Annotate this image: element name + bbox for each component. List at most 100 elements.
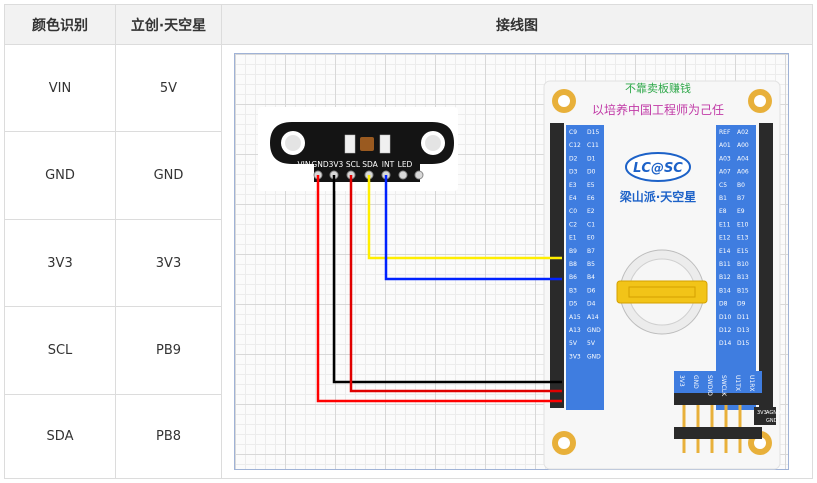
board-pin-label: D5: [569, 301, 578, 308]
color-sensor-chip: [360, 137, 374, 151]
board-pin-label: E12: [719, 235, 731, 242]
sensor-pin-label: GND: [311, 160, 328, 169]
board-pin-label: C12: [569, 142, 581, 149]
board-pin-label: B4: [587, 274, 595, 281]
board-pin-label: B7: [737, 195, 745, 202]
board-pin-label: E4: [569, 195, 577, 202]
board-pin-label: D2: [569, 155, 578, 162]
board-pin-cell: 3V3: [116, 220, 222, 306]
board-pin-label: A03: [719, 155, 731, 162]
header-wiring-diagram: 接线图: [222, 5, 812, 45]
sensor-pin-labels: VIN GND 3V3 SCL SDA INT LED: [298, 160, 413, 169]
board-pin-label: E15: [737, 248, 749, 255]
corner-pin-label: GND: [766, 418, 778, 424]
board-pin-label: A01: [719, 142, 731, 149]
sensor-pin-cell: SDA: [5, 395, 116, 478]
board-pin-label: D10: [719, 314, 731, 321]
board-pin-label: 3V3: [569, 353, 581, 360]
sensor-pin-cell: GND: [5, 132, 116, 219]
board-pin-label: B14: [719, 287, 731, 294]
bottom-pin-label: U1RX: [748, 375, 755, 392]
board-pin-label: D4: [587, 301, 596, 308]
wire-sda: [384, 175, 562, 281]
board-pin-label: D0: [587, 169, 596, 176]
board-pin-label: A13: [569, 327, 581, 334]
board-name: 梁山派·天空星: [619, 189, 697, 204]
board-pin-label: D11: [737, 314, 749, 321]
board-pin-label: D12: [719, 327, 731, 334]
table-row: VIN 5V: [5, 45, 222, 132]
board-pin-label: A15: [569, 314, 581, 321]
bottom-pin-label: U1TX: [734, 375, 741, 391]
board-pin-label: A07: [719, 169, 731, 176]
table-row: SCL PB9: [5, 307, 222, 395]
mounting-holes: [552, 89, 772, 455]
wire-3v3: [349, 175, 562, 393]
board-pin-label: D8: [719, 301, 728, 308]
board-pin-label: REF: [719, 129, 731, 136]
board-pin-label: C11: [587, 142, 599, 149]
board-pin-label: B3: [569, 287, 577, 294]
sensor-pin-label: SDA: [362, 160, 378, 169]
led-left: [344, 134, 356, 154]
board-pin-cell: 5V: [116, 45, 222, 131]
board-pin-label: E10: [737, 221, 749, 228]
board-pin-label: D1: [587, 155, 596, 162]
board-pin-label: D6: [587, 287, 596, 294]
board-pin-label: C1: [587, 221, 595, 228]
corner-pin-label: 3V3: [757, 410, 767, 416]
board-pin-label: C9: [569, 129, 577, 136]
sensor-module: TCS3472 Colour Sensor VIN GND 3V3 SCL SD…: [258, 107, 458, 191]
board-pin-cell: PB9: [116, 307, 222, 394]
sensor-pin-label: SCL: [346, 160, 361, 169]
pin-mapping-table: 颜色识别 立创·天空星 接线图 VIN 5V GND GND 3V3 3V3 S…: [4, 4, 813, 479]
board-pin-cell: PB8: [116, 395, 222, 478]
board-pin-label: B10: [737, 261, 749, 268]
board-pin-label: B1: [719, 195, 727, 202]
wiring-svg: TCS3472 Colour Sensor VIN GND 3V3 SCL SD…: [258, 80, 781, 470]
board-pin-label: C5: [719, 182, 727, 189]
header-board: 立创·天空星: [116, 5, 222, 45]
table-row: GND GND: [5, 132, 222, 220]
board-pin-label: E0: [587, 235, 595, 242]
board-pin-label: E5: [587, 182, 595, 189]
board-pin-label: D15: [737, 340, 749, 347]
board-pin-label: D13: [737, 327, 749, 334]
board-pin-label: B0: [737, 182, 745, 189]
wire-vin: [316, 175, 562, 403]
sensor-pin-label: VIN: [298, 160, 311, 169]
sensor-pin-label: LED: [398, 160, 413, 169]
board-slogan-2: 以培养中国工程师为己任: [592, 102, 724, 117]
board-pin-label: C2: [569, 221, 577, 228]
board-pin-label: A06: [737, 169, 749, 176]
led-right: [379, 134, 391, 154]
battery-holder: [616, 249, 708, 335]
left-header: [550, 123, 604, 410]
board-pin-label: E6: [587, 195, 595, 202]
board-pin-label: C0: [569, 208, 577, 215]
bottom-pin-label: SWDIO: [706, 375, 713, 396]
board-pin-label: A04: [737, 155, 749, 162]
wires: [316, 175, 562, 403]
wire-scl: [367, 175, 562, 260]
board-pin-label: E14: [719, 248, 731, 255]
board-pin-label: D14: [719, 340, 731, 347]
bottom-pin-label: 3V3: [678, 375, 685, 387]
wiring-diagram: TCS3472 Colour Sensor VIN GND 3V3 SCL SD…: [222, 45, 812, 478]
board-pin-label: E1: [569, 235, 577, 242]
board-pin-label: E9: [737, 208, 745, 215]
board-pin-label: D3: [569, 169, 578, 176]
board-pin-label: B15: [737, 287, 749, 294]
sensor-pin-cell: SCL: [5, 307, 116, 394]
board-pin-label: A02: [737, 129, 749, 136]
board-pin-label: E13: [737, 235, 749, 242]
board-pin-label: E8: [719, 208, 727, 215]
logo-text: LC@SC: [633, 161, 683, 176]
board-pin-label: E3: [569, 182, 577, 189]
board-pin-label: B11: [719, 261, 731, 268]
corner-pins: 3V3 AGND GND: [754, 407, 781, 425]
